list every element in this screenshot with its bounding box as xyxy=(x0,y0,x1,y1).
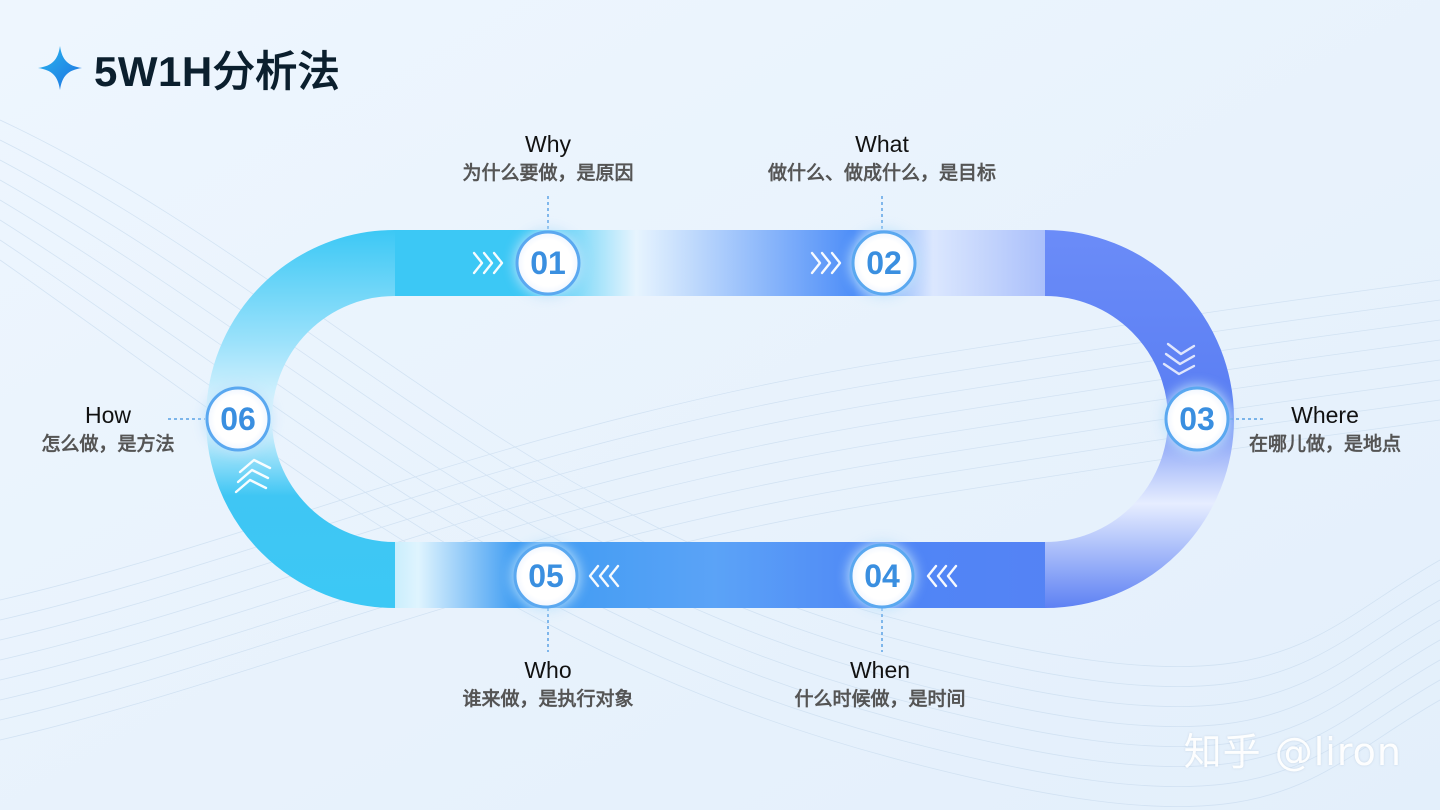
step-desc: 谁来做，是执行对象 xyxy=(462,688,634,710)
title-block: 5W1H分析法 xyxy=(36,40,340,96)
cycle-track xyxy=(206,230,1234,608)
step-number: 06 xyxy=(220,401,256,437)
arrow-left-icon-1 xyxy=(926,564,958,588)
label-where: Where 在哪儿做，是地点 xyxy=(1232,401,1418,459)
step-node-05: 05 xyxy=(512,542,580,610)
label-who: Who 谁来做，是执行对象 xyxy=(440,656,656,714)
direction-arrows xyxy=(234,251,1196,588)
arrow-down-icon xyxy=(1162,342,1196,376)
step-number: 05 xyxy=(528,558,564,594)
step-title: Who xyxy=(524,657,572,683)
arrow-right-icon-2 xyxy=(810,251,842,275)
arrow-up-icon xyxy=(234,458,272,494)
label-why: Why 为什么要做，是原因 xyxy=(448,130,648,188)
page-title: 5W1H分析法 xyxy=(94,47,341,95)
step-desc: 为什么要做，是原因 xyxy=(462,162,634,184)
sparkle-icon xyxy=(38,46,82,90)
step-node-06: 06 xyxy=(204,385,272,453)
step-title: Where xyxy=(1291,402,1359,428)
step-desc: 在哪儿做，是地点 xyxy=(1248,433,1401,455)
label-what: What 做什么、做成什么，是目标 xyxy=(742,130,1022,188)
step-node-04: 04 xyxy=(848,542,916,610)
step-desc: 怎么做，是方法 xyxy=(41,433,175,455)
step-node-02: 02 xyxy=(850,229,918,297)
step-desc: 做什么、做成什么，是目标 xyxy=(767,162,996,184)
step-desc: 什么时候做，是时间 xyxy=(794,688,966,710)
connectors xyxy=(168,196,1265,652)
step-node-03: 03 xyxy=(1163,385,1231,453)
arrow-right-icon-1 xyxy=(472,251,504,275)
step-number: 04 xyxy=(864,558,900,594)
step-title: Why xyxy=(525,131,571,157)
step-title: How xyxy=(84,402,131,428)
step-node-01: 01 xyxy=(514,229,582,297)
step-number: 02 xyxy=(866,245,902,281)
label-when: When 什么时候做，是时间 xyxy=(770,656,990,714)
label-how: How 怎么做，是方法 xyxy=(22,401,194,459)
step-title: When xyxy=(849,657,911,683)
step-title: What xyxy=(855,131,909,157)
step-number: 03 xyxy=(1179,401,1215,437)
watermark: 知乎 @liron xyxy=(1183,730,1402,774)
arrow-left-icon-2 xyxy=(588,564,620,588)
step-number: 01 xyxy=(530,245,566,281)
